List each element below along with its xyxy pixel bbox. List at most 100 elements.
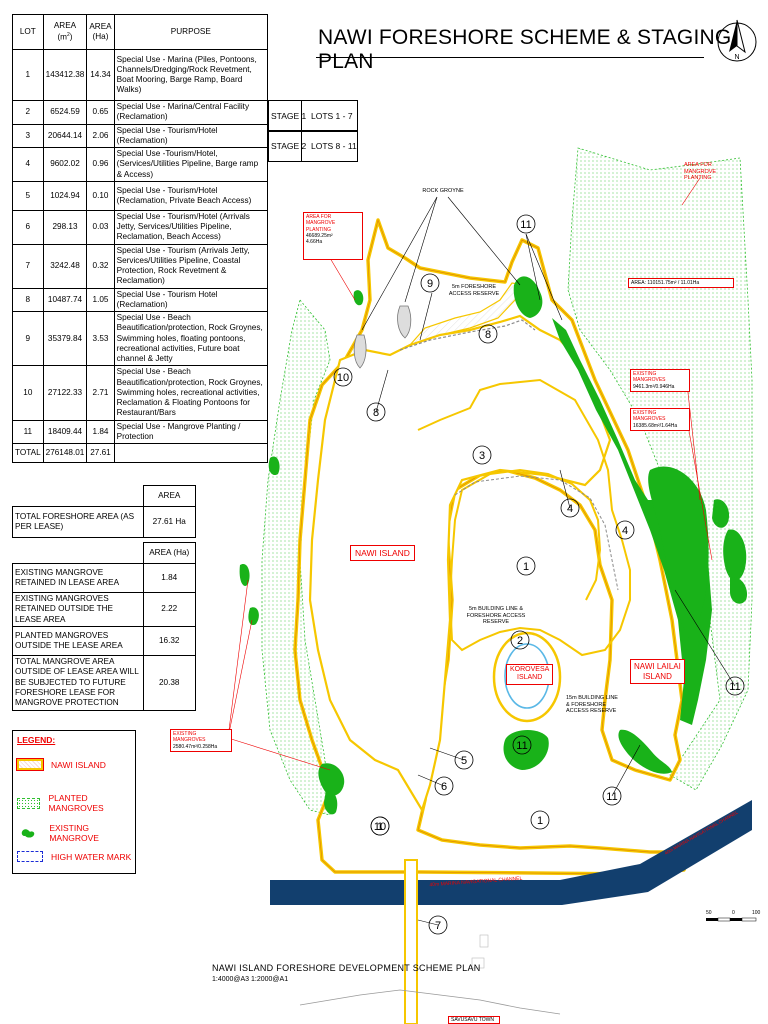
- lot-purpose: Special Use - Tourism (Arrivals Jetty, S…: [113, 243, 269, 289]
- north-label: N: [734, 54, 739, 61]
- lot-area-ha: 2.71: [86, 365, 115, 421]
- lot-11-leader-3: [674, 589, 736, 687]
- lot-area-ha: 14.34: [86, 49, 115, 101]
- stage-1-label: STAGE 1: [271, 111, 307, 121]
- lot-marker-circle: [472, 445, 492, 465]
- lot-purpose: Special Use -Tourism/Hotel, (Services/Ut…: [113, 147, 269, 182]
- mangrove-table: AREA (Ha) EXISTING MANGROVE RETAINED IN …: [12, 542, 196, 711]
- area-mangrove-leader: [681, 177, 701, 206]
- lot-lot: 9: [12, 310, 44, 367]
- lot-marker-label: 2: [517, 635, 523, 647]
- existing-mangrove-swatch-icon: [21, 828, 35, 838]
- legend-item-nawi-island: NAWI ISLAND: [16, 758, 106, 771]
- existing-mangrove-far-right-2: [723, 529, 747, 581]
- lot-11-leader-4: [611, 744, 641, 797]
- lot-marker-label: 9: [427, 278, 433, 290]
- rock-groyne-leader-2: [404, 196, 438, 303]
- lot-lot: 6: [12, 209, 44, 245]
- existing-mangrove-lailai-edge: [618, 729, 672, 774]
- mangrove-row-label: PLANTED MANGROVES OUTSIDE THE LEASE AREA: [12, 625, 144, 656]
- existing-mangrove-far-right-3: [730, 577, 748, 604]
- nawi-island-swatch-icon: [16, 758, 44, 771]
- lot-marker-circle: [516, 214, 536, 234]
- lots-total-row: TOTAL 276148.01 27.61: [12, 443, 269, 463]
- mangrove-row-value: 1.84: [142, 563, 196, 593]
- lot-area-m2: 298.13: [42, 209, 88, 245]
- north-arrow-icon: N: [717, 19, 757, 62]
- navigational-channel: [270, 800, 752, 905]
- lot-lot: 2: [12, 100, 44, 125]
- lot-11-leader-1: [525, 233, 541, 301]
- lot-purpose: Special Use - Beach Beautification/prote…: [113, 310, 269, 367]
- lot-marker-label: 8: [373, 407, 379, 419]
- mangrove-planting-leader: [329, 257, 356, 301]
- rock-groyne-label: ROCK GROYNE: [422, 188, 464, 194]
- lot-purpose: Special Use - Tourism Hotel (Reclamation…: [113, 287, 269, 312]
- existing-mangrove-left-6: [353, 290, 364, 306]
- mangrove-row-value: 20.38: [142, 654, 196, 711]
- lot-marker-circle: [434, 776, 454, 796]
- lot-9-leader: [419, 292, 433, 341]
- lot-marker-label: 1: [523, 561, 529, 573]
- savusavu-coast: [299, 989, 561, 1015]
- legend-title: LEGEND:: [17, 735, 56, 745]
- lot-4-leader: [559, 469, 571, 509]
- lot-marker-circle: [560, 498, 580, 518]
- lot-marker-label: 11: [520, 219, 531, 231]
- lot-marker-label: 8: [485, 329, 491, 341]
- lot-area-ha: 1.84: [86, 419, 115, 444]
- lot-marker-label: 4: [567, 503, 573, 515]
- lot-11-leader-2: [525, 233, 563, 321]
- mangrove-row-value: 16.32: [142, 625, 196, 656]
- building-line-5m-label: 5m BUILDING LINE &FORESHORE ACCESS RESER…: [466, 606, 526, 626]
- lots-table-header: LOT AREA (m2) AREA(Ha) PURPOSE: [12, 14, 269, 50]
- existing-mangrove-leader-2: [685, 413, 713, 561]
- rock-groyne-leader-3: [447, 196, 521, 286]
- drawing-scale: 1:4000@A3 1:2000@A1: [212, 976, 289, 983]
- scale-bar-label: 50: [706, 910, 712, 916]
- lot-area-m2: 35379.84: [42, 310, 88, 367]
- mangrove-row-label: EXISTING MANGROVE RETAINED IN LEASE AREA: [12, 563, 144, 593]
- mangrove-row-label: TOTAL MANGROVE AREA OUTSIDE OF LEASE ARE…: [12, 654, 144, 711]
- mangrove-row-label: EXISTING MANGROVES RETAINED OUTSIDE THE …: [12, 592, 144, 627]
- total-purpose-empty: [113, 443, 269, 463]
- rock-groyne-leader-1: [361, 196, 438, 331]
- lot-area-ha: 3.53: [86, 310, 115, 367]
- lot-marker-label: 1: [537, 815, 543, 827]
- existing-mangrove-leader-3: [227, 579, 249, 739]
- total-label: TOTAL: [12, 443, 44, 463]
- header-purpose: PURPOSE: [113, 14, 269, 50]
- stage-1-lots: LOTS 1 - 7: [311, 111, 353, 121]
- mangrove-row-value: 2.22: [142, 592, 196, 627]
- page-title: NAWI FORESHORE SCHEME & STAGING PLAN: [318, 26, 732, 73]
- lot-marker-circle: [366, 402, 386, 422]
- lot-marker-circle: [512, 735, 532, 755]
- lot-8-leader: [375, 369, 389, 413]
- lot-area-ha: 0.65: [86, 100, 115, 125]
- scale-bar: 50 0 100: [706, 910, 761, 922]
- lot-marker-circle: [478, 324, 498, 344]
- existing-mangrove-left-5: [268, 456, 280, 476]
- lot-marker-label: 11: [516, 740, 527, 752]
- existing-mangrove-left-2: [324, 789, 338, 815]
- lot-marker-label: 1: [377, 821, 383, 833]
- existing-mangroves-box-2: EXISTING MANGROVES 16385.68m²/1.64Ha: [630, 408, 690, 431]
- lot-area-m2: 1024.94: [42, 180, 88, 211]
- lot-7-leader: [417, 919, 439, 926]
- nawi-island-land: [308, 314, 612, 813]
- lot-5-leader: [429, 747, 465, 761]
- lot-marker-label: 10: [337, 372, 349, 384]
- existing-mangrove-leader-5: [227, 737, 331, 771]
- lot-purpose: Special Use - Beach Beautification/prote…: [113, 365, 269, 421]
